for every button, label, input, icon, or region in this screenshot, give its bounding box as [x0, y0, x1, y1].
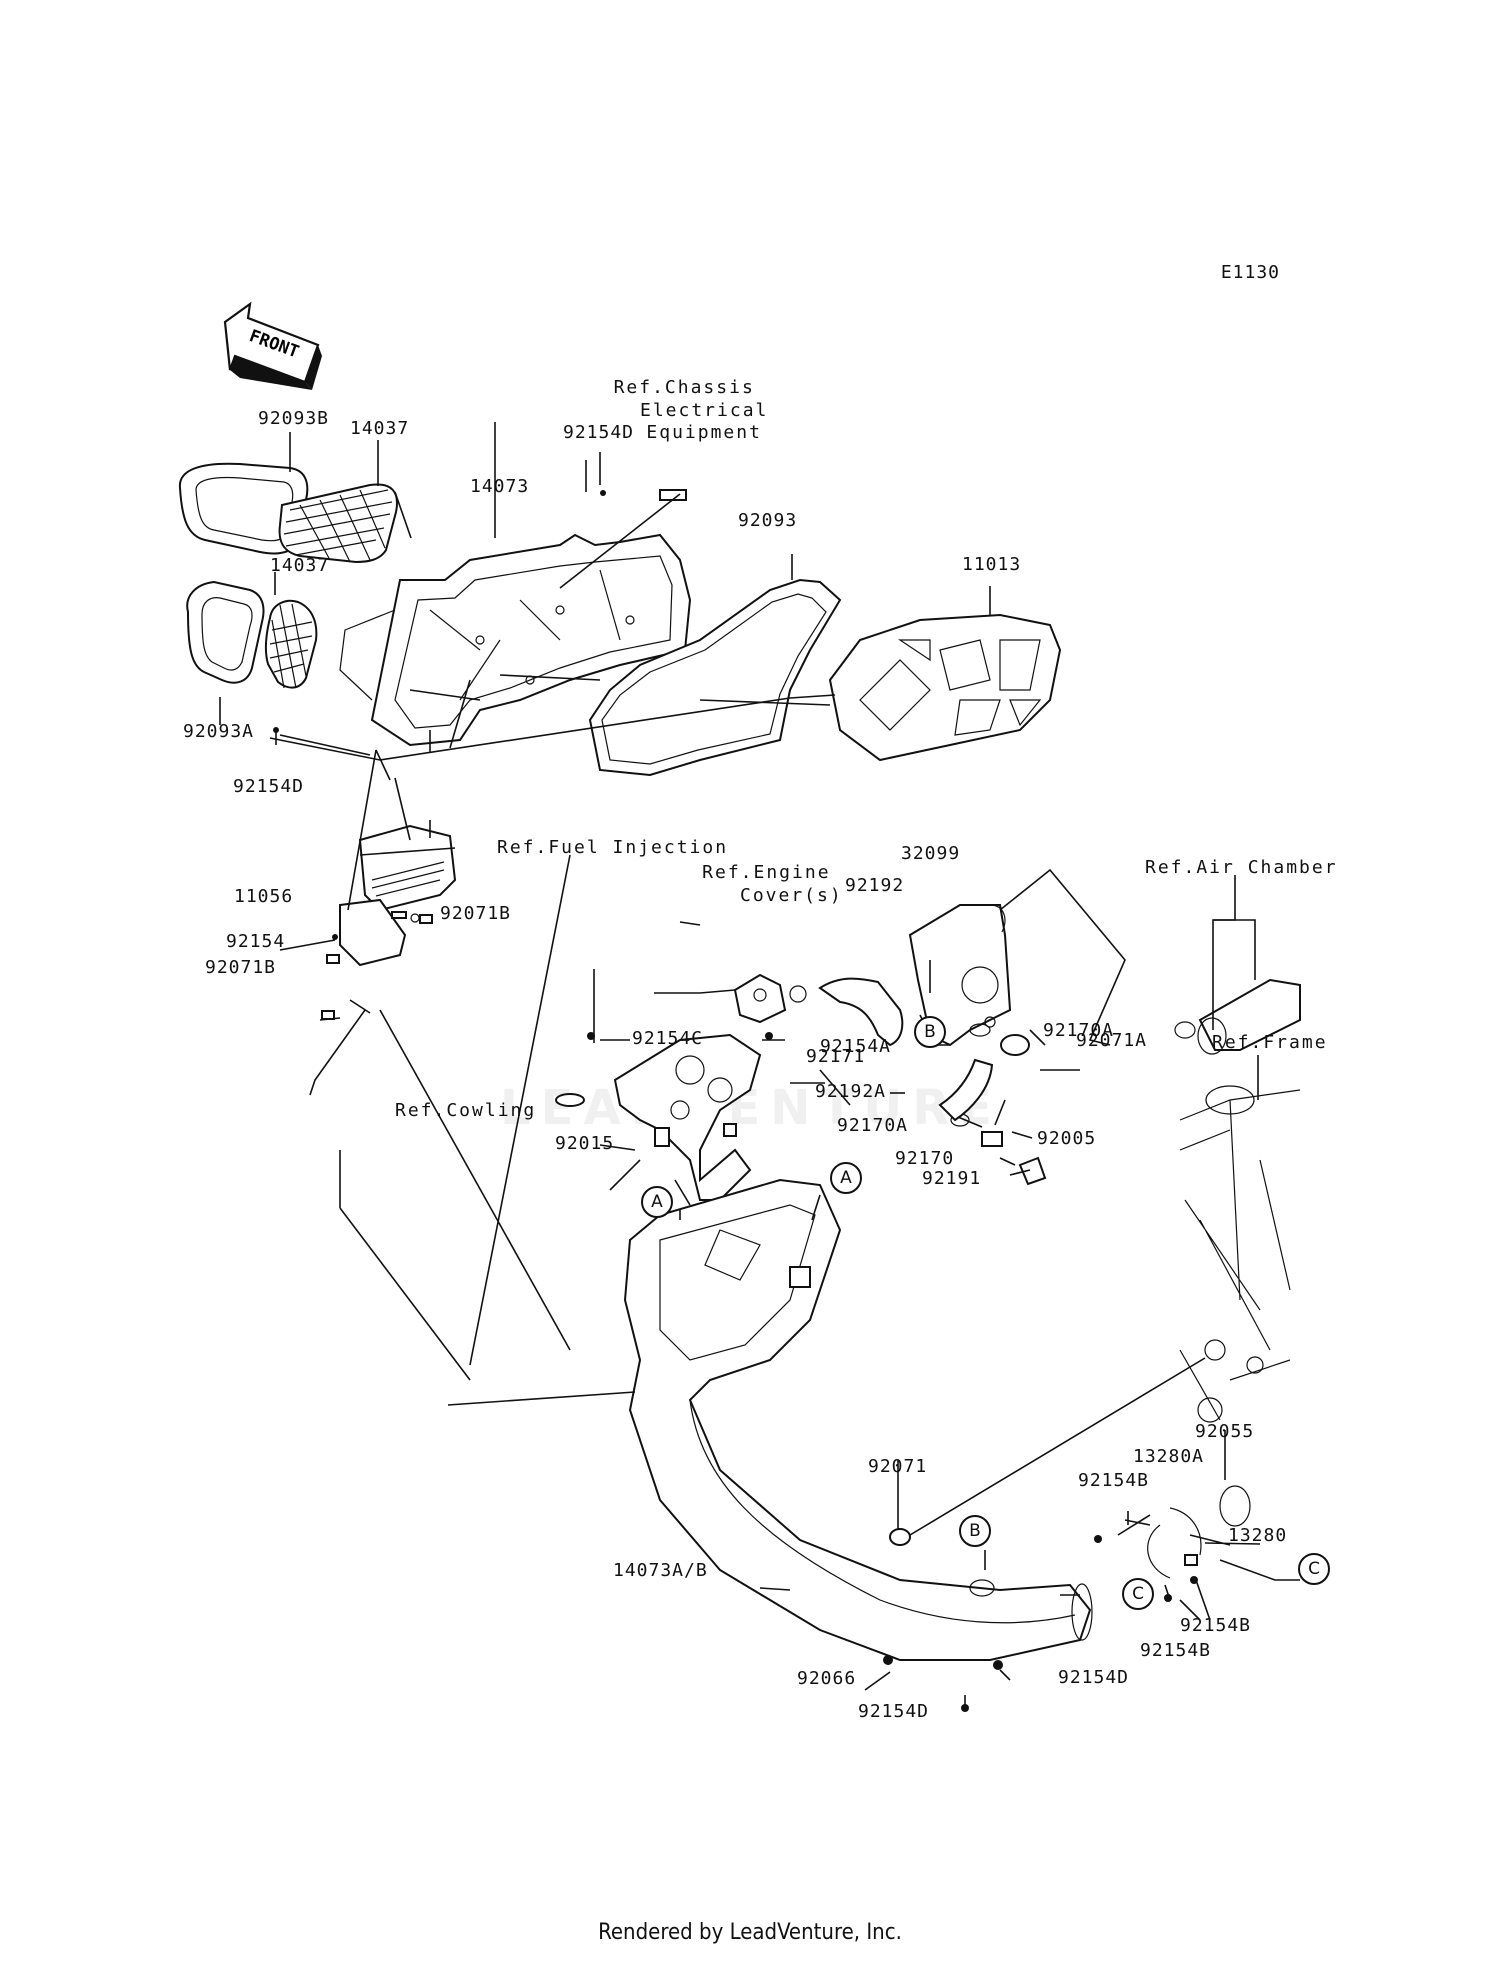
- housing-14073-part: [339, 533, 692, 747]
- label-92066: 92066: [797, 1668, 857, 1689]
- label-92093: 92093: [738, 510, 798, 531]
- label-14073AB: 14073A/B: [613, 1560, 708, 1581]
- label-92154D-d: 92154D: [858, 1701, 930, 1722]
- gasket-92093-part: [588, 578, 842, 777]
- circle-A-right: A: [830, 1162, 862, 1194]
- label-92170A-a: 92170A: [1043, 1020, 1115, 1041]
- small-fasteners: [321, 914, 1198, 1712]
- label-14037-a: 14037: [350, 418, 410, 439]
- circle-B-lower: B: [959, 1515, 991, 1547]
- label-92170A-b: 92170A: [837, 1115, 909, 1136]
- ref-chassis: Ref.Chassis Electrical Equipment: [613, 377, 769, 443]
- footer-credit: Rendered by LeadVenture, Inc.: [598, 1920, 902, 1945]
- label-92154B-a: 92154B: [1078, 1470, 1150, 1491]
- circle-A-left: A: [641, 1186, 673, 1218]
- air-chamber-ref-part: [1174, 978, 1301, 1055]
- label-92154D-a: 92154D: [563, 422, 635, 443]
- circle-C-left: C: [1122, 1578, 1154, 1610]
- ref-fuel-injection: Ref.Fuel Injection: [497, 837, 729, 858]
- screen-14037-upper-part: [278, 483, 398, 564]
- duct-14073AB-part: [623, 1178, 1093, 1661]
- label-92005: 92005: [1037, 1128, 1097, 1149]
- grommet-92071-part: [889, 1528, 911, 1546]
- circle-C-right: C: [1298, 1553, 1330, 1585]
- label-92154B-b: 92154B: [1180, 1615, 1252, 1636]
- ref-air-chamber: Ref.Air Chamber: [1145, 857, 1338, 878]
- valve-part: [733, 973, 807, 1024]
- duct-11056-part: [339, 824, 457, 967]
- label-92154D-b: 92154D: [233, 776, 305, 797]
- label-92071: 92071: [868, 1456, 928, 1477]
- clamp-13280-part: [1147, 1507, 1202, 1579]
- cowling-bracket-part: [555, 1033, 762, 1201]
- label-92015: 92015: [555, 1133, 615, 1154]
- front-arrow-icon: FRONT: [223, 301, 322, 390]
- grommet-92093A-part: [186, 580, 265, 684]
- label-32099: 32099: [901, 843, 961, 864]
- label-14037-b: 14037: [270, 555, 330, 576]
- label-92192A: 92192A: [815, 1081, 887, 1102]
- label-11013: 11013: [962, 554, 1022, 575]
- label-92055: 92055: [1195, 1421, 1255, 1442]
- ring-92071A-part: [1000, 1034, 1030, 1056]
- label-92071B-a: 92071B: [440, 903, 512, 924]
- label-92093A: 92093A: [183, 721, 255, 742]
- ref-frame: Ref.Frame: [1212, 1032, 1328, 1053]
- hose-92192-part: [818, 977, 904, 1047]
- grommet-92093B-part: [178, 462, 309, 555]
- oring-92055-part: [1219, 1485, 1251, 1527]
- label-92170: 92170: [895, 1148, 955, 1169]
- circle-B-upper: B: [914, 1016, 946, 1048]
- diagram-code: E1130: [1220, 262, 1280, 283]
- label-92071B-b: 92071B: [205, 957, 277, 978]
- label-13280: 13280: [1228, 1525, 1288, 1546]
- label-92071A: 92071A: [1076, 1030, 1148, 1051]
- label-14073: 14073: [470, 476, 530, 497]
- label-92154D-c: 92154D: [1058, 1667, 1130, 1688]
- label-11056: 11056: [234, 886, 294, 907]
- label-92154: 92154: [226, 931, 286, 952]
- label-92171: 92171: [806, 1046, 866, 1067]
- label-92154A: 92154A: [820, 1036, 892, 1057]
- hose-92192A-part: [938, 1058, 994, 1122]
- chamber-32099-part: [908, 904, 1012, 1047]
- screen-14037-lower-part: [264, 599, 318, 689]
- label-92192: 92192: [845, 875, 905, 896]
- filter-11013-part: [828, 613, 1062, 762]
- fitting-92005-part: [981, 1131, 1047, 1186]
- label-92191: 92191: [922, 1168, 982, 1189]
- label-92154B-c: 92154B: [1140, 1640, 1212, 1661]
- label-92154C: 92154C: [632, 1028, 704, 1049]
- frame-ref-part: [1179, 1085, 1301, 1423]
- ref-engine-cover: Ref.Engine Cover(s): [702, 862, 843, 906]
- label-92093B: 92093B: [258, 408, 330, 429]
- label-13280A: 13280A: [1133, 1446, 1205, 1467]
- ref-cowling: Ref.Cowling: [395, 1100, 537, 1121]
